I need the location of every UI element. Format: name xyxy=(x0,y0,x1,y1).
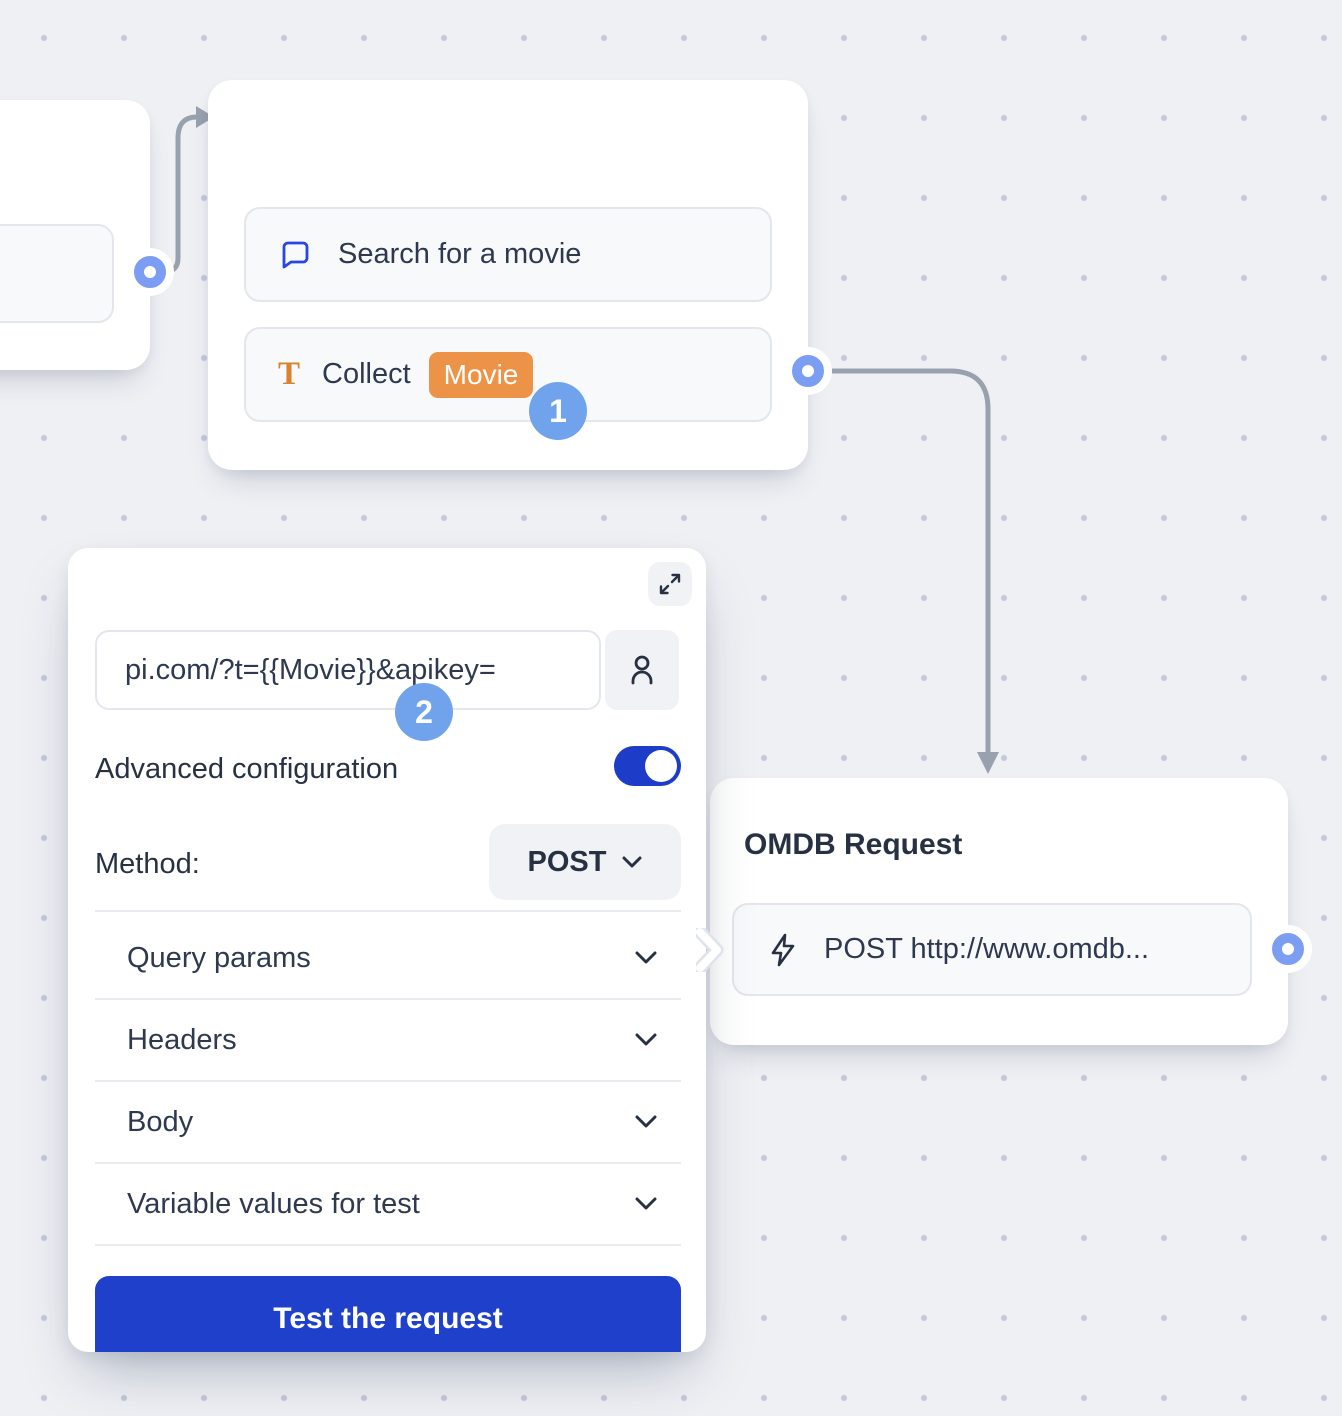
expand-icon xyxy=(659,573,681,595)
connector-left-to-movie-search xyxy=(150,114,198,275)
insert-variable-button[interactable] xyxy=(605,630,679,710)
chevron-down-icon xyxy=(635,1197,657,1210)
test-request-label: Test the request xyxy=(273,1302,503,1335)
request-editor-panel: pi.com/?t={{Movie}}&apikey= 2 Advanced c… xyxy=(68,548,706,1352)
text-input-icon: T xyxy=(278,356,301,392)
section-query-params[interactable]: Query params xyxy=(95,918,681,1000)
section-label: Query params xyxy=(127,941,311,974)
chevron-down-icon xyxy=(635,951,657,964)
connection-port-output-omdb[interactable] xyxy=(1272,933,1304,965)
connection-port-input-omdb[interactable] xyxy=(696,928,726,972)
connection-port-output-left-node[interactable] xyxy=(134,256,166,288)
section-headers[interactable]: Headers xyxy=(95,1000,681,1082)
request-url-value: pi.com/?t={{Movie}}&apikey= xyxy=(125,653,496,686)
section-label: Body xyxy=(127,1105,194,1138)
connector-arrowhead-down xyxy=(977,752,999,774)
chevron-down-icon xyxy=(622,856,642,867)
variable-chip-movie[interactable]: Movie xyxy=(428,351,534,398)
divider xyxy=(95,910,681,912)
method-select[interactable]: POST xyxy=(489,824,681,900)
connector-movie-search-to-omdb xyxy=(808,368,991,754)
chevron-down-icon xyxy=(635,1115,657,1128)
node-movie-search[interactable]: Movie search Search for a movie T Collec… xyxy=(208,80,808,470)
method-value: POST xyxy=(527,845,607,878)
node-item-post-request[interactable]: POST http://www.omdb... xyxy=(732,903,1252,996)
step-badge-2: 2 xyxy=(395,683,453,741)
section-variable-values[interactable]: Variable values for test xyxy=(95,1164,681,1246)
node-item-search-for-movie[interactable]: Search for a movie xyxy=(244,207,772,302)
node-omdb-request[interactable]: OMDB Request POST http://www.omdb... xyxy=(710,778,1288,1045)
node-partial-left[interactable] xyxy=(0,100,150,370)
request-url-input[interactable]: pi.com/?t={{Movie}}&apikey= xyxy=(95,630,601,710)
connection-port-output-movie-search[interactable] xyxy=(792,355,824,387)
advanced-configuration-label: Advanced configuration xyxy=(95,753,399,785)
chat-bubble-icon xyxy=(282,241,309,268)
node-title: OMDB Request xyxy=(744,828,963,861)
expand-button[interactable] xyxy=(648,562,692,606)
section-label: Variable values for test xyxy=(127,1187,420,1220)
node-item-label: Search for a movie xyxy=(338,238,582,270)
method-label: Method: xyxy=(95,848,200,880)
lightning-icon xyxy=(771,933,795,966)
step-badge-1: 1 xyxy=(529,382,587,440)
advanced-configuration-toggle[interactable] xyxy=(614,746,681,786)
node-item-collect-movie[interactable]: T Collect Movie xyxy=(244,327,772,422)
test-request-button[interactable]: Test the request xyxy=(95,1276,681,1352)
chevron-down-icon xyxy=(635,1033,657,1046)
node-item-label: Collect xyxy=(322,358,411,390)
node-item-label: POST http://www.omdb... xyxy=(824,933,1150,965)
user-icon xyxy=(631,655,653,685)
node-partial-left-item[interactable] xyxy=(0,224,114,323)
section-body[interactable]: Body xyxy=(95,1082,681,1164)
section-label: Headers xyxy=(127,1023,237,1056)
